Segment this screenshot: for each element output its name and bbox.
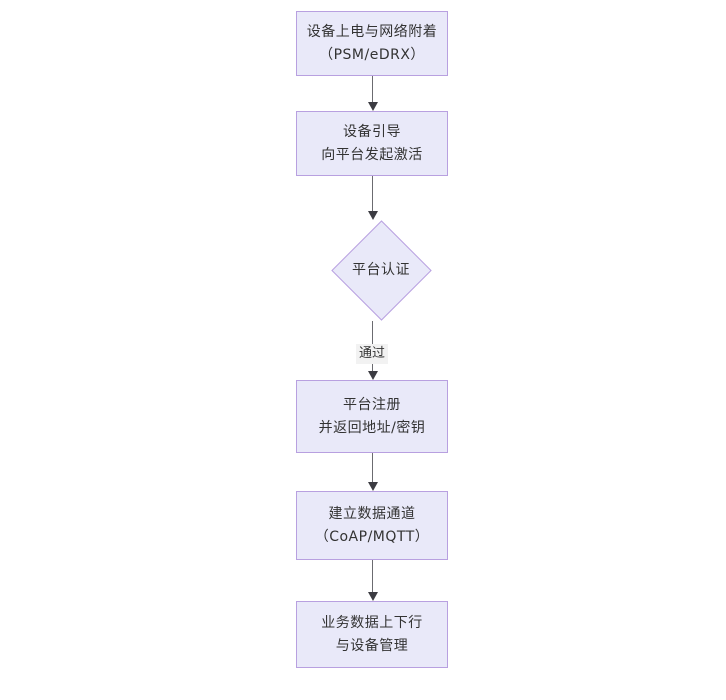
edge-line xyxy=(372,560,373,593)
arrowhead-icon xyxy=(367,592,378,601)
node-label-line2: 向平台发起激活 xyxy=(321,146,423,163)
edge-platform-register-to-data-channel xyxy=(367,453,378,491)
edge-line xyxy=(372,453,373,483)
node-label-line1: 建立数据通道 xyxy=(328,505,416,522)
edge-bootstrap-to-platform-auth xyxy=(367,176,378,220)
edge-label-e3: 通过 xyxy=(355,344,389,364)
node-label-line1: 设备引导 xyxy=(343,123,401,140)
arrowhead-icon xyxy=(367,211,378,220)
arrowhead-icon xyxy=(367,482,378,491)
node-label-line2: 与设备管理 xyxy=(335,637,409,654)
edge-power-on-to-bootstrap xyxy=(367,76,378,111)
node-label-line1: 业务数据上下行 xyxy=(321,614,423,631)
node-label: 平台认证 xyxy=(352,262,410,278)
arrowhead-icon xyxy=(367,102,378,111)
edge-line xyxy=(372,176,373,212)
arrowhead-icon xyxy=(367,371,378,380)
node-platform-auth[interactable]: 平台认证 xyxy=(326,220,436,321)
edge-data-channel-to-business-data xyxy=(367,560,378,601)
node-data-channel[interactable]: 建立数据通道 （CoAP/MQTT） xyxy=(296,491,448,560)
node-business-data[interactable]: 业务数据上下行与设备管理 xyxy=(296,601,448,668)
node-label-line2: （PSM/eDRX） xyxy=(319,46,425,63)
node-platform-register[interactable]: 平台注册并返回地址/密钥 xyxy=(296,380,448,453)
node-label-line1: 设备上电与网络附着 xyxy=(306,23,438,40)
node-bootstrap[interactable]: 设备引导向平台发起激活 xyxy=(296,111,448,176)
edge-line xyxy=(372,76,373,103)
node-power-on[interactable]: 设备上电与网络附着 （PSM/eDRX） xyxy=(296,11,448,76)
node-label-line2: 并返回地址/密钥 xyxy=(318,419,426,436)
node-label-line2: （CoAP/MQTT） xyxy=(314,528,430,545)
node-label-line1: 平台注册 xyxy=(343,396,401,413)
